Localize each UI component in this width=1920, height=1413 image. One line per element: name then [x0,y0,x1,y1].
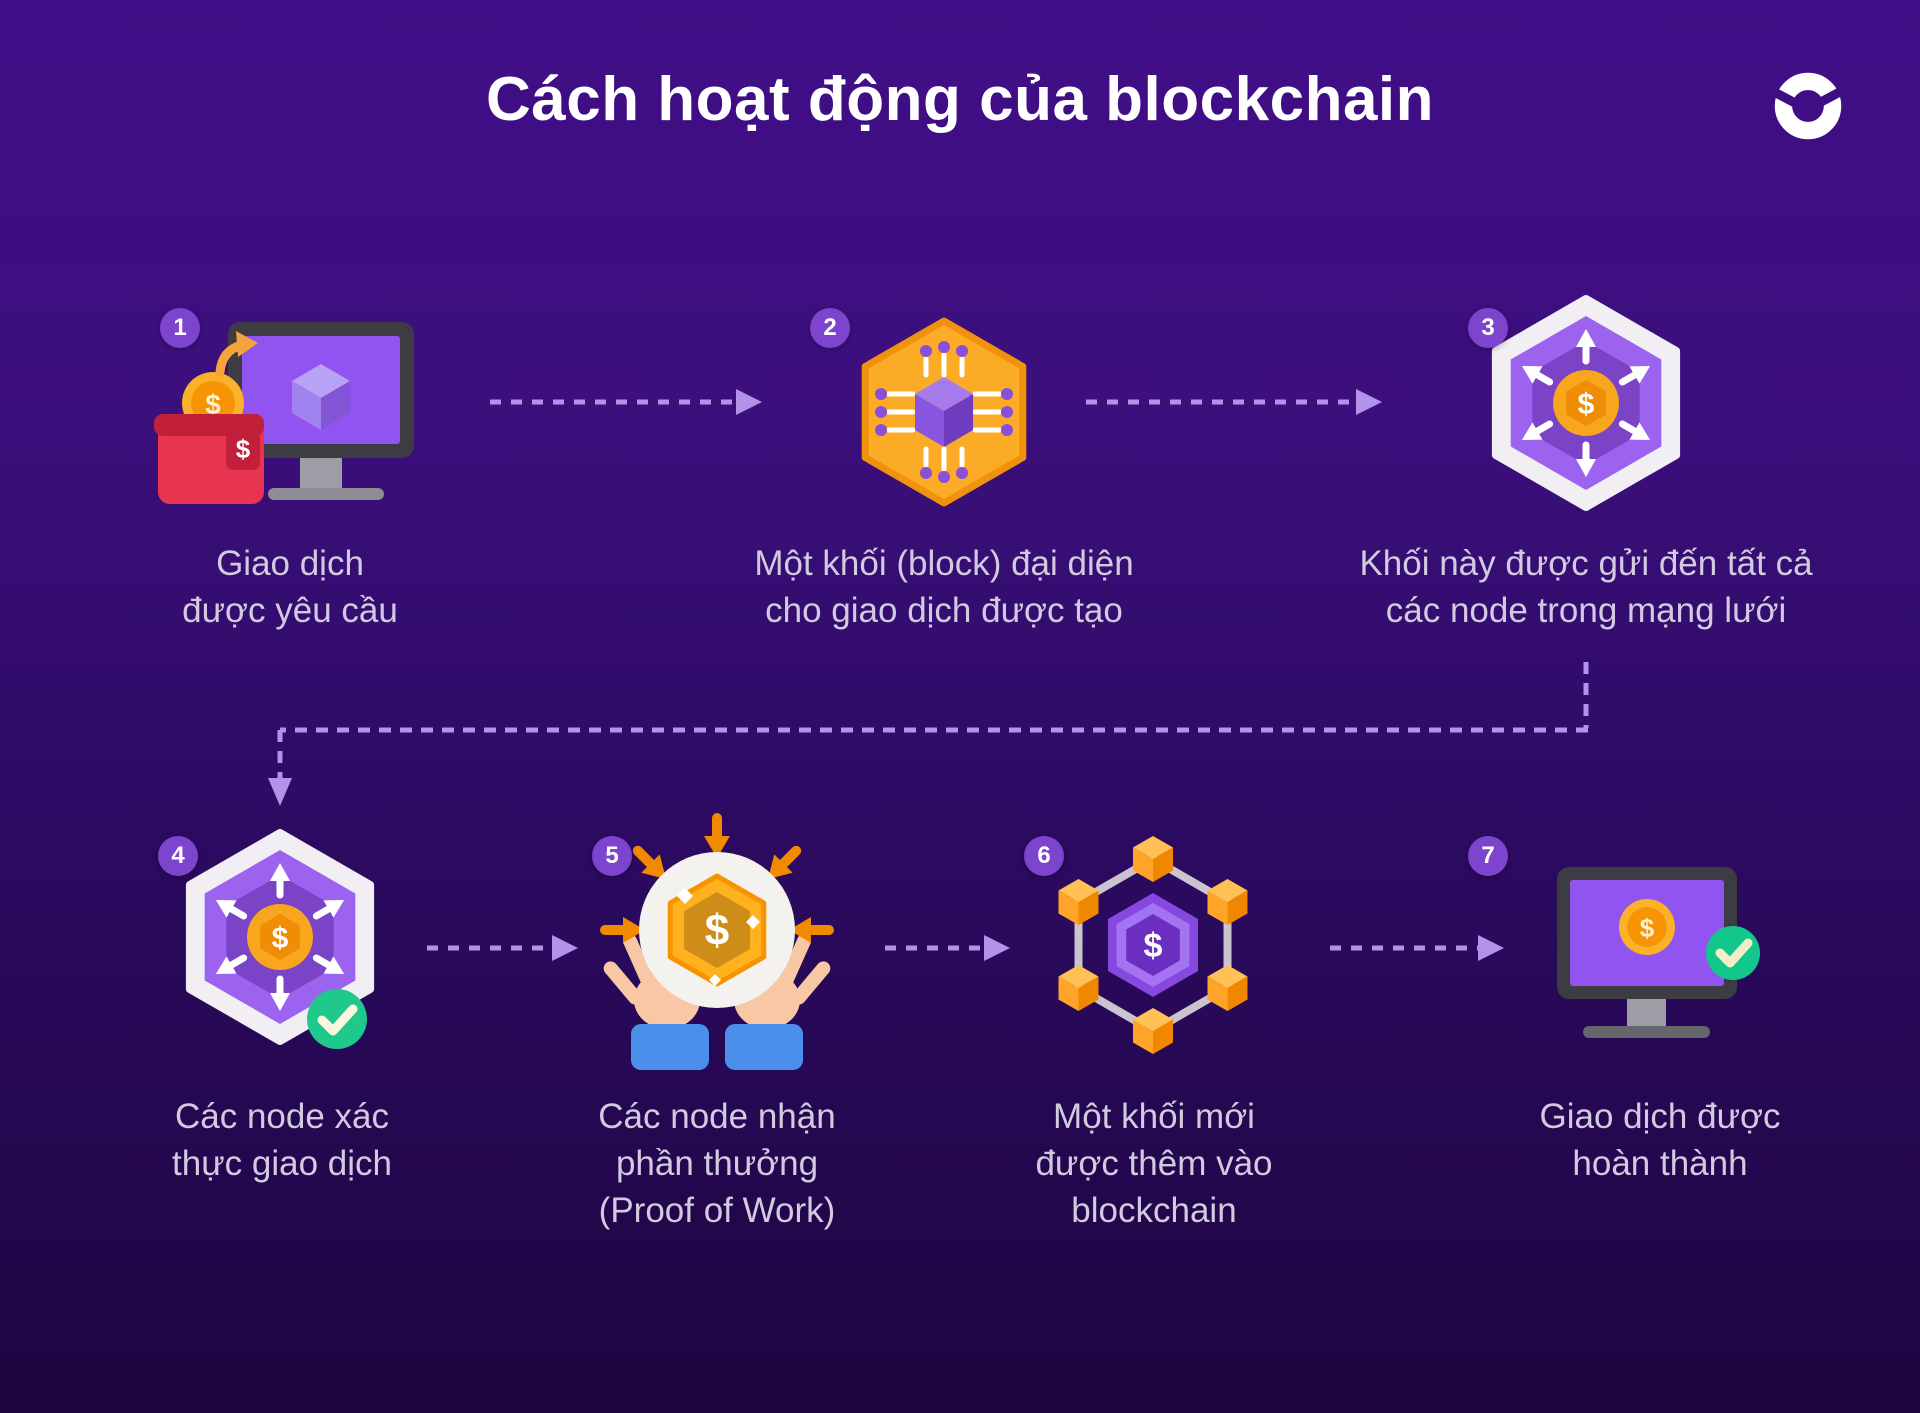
arrowhead-5-6 [984,935,1010,961]
arrowhead-2-3 [1356,389,1382,415]
flow-connector-3-4 [277,662,1589,780]
arrowhead-1-2 [736,389,762,415]
arrowhead-6-7 [1478,935,1504,961]
arrowhead-3-4 [268,778,292,806]
page-title: Cách hoạt động của blockchain [485,65,1435,134]
arrowhead-4-5 [552,935,578,961]
brand-logo-icon [1769,72,1847,140]
